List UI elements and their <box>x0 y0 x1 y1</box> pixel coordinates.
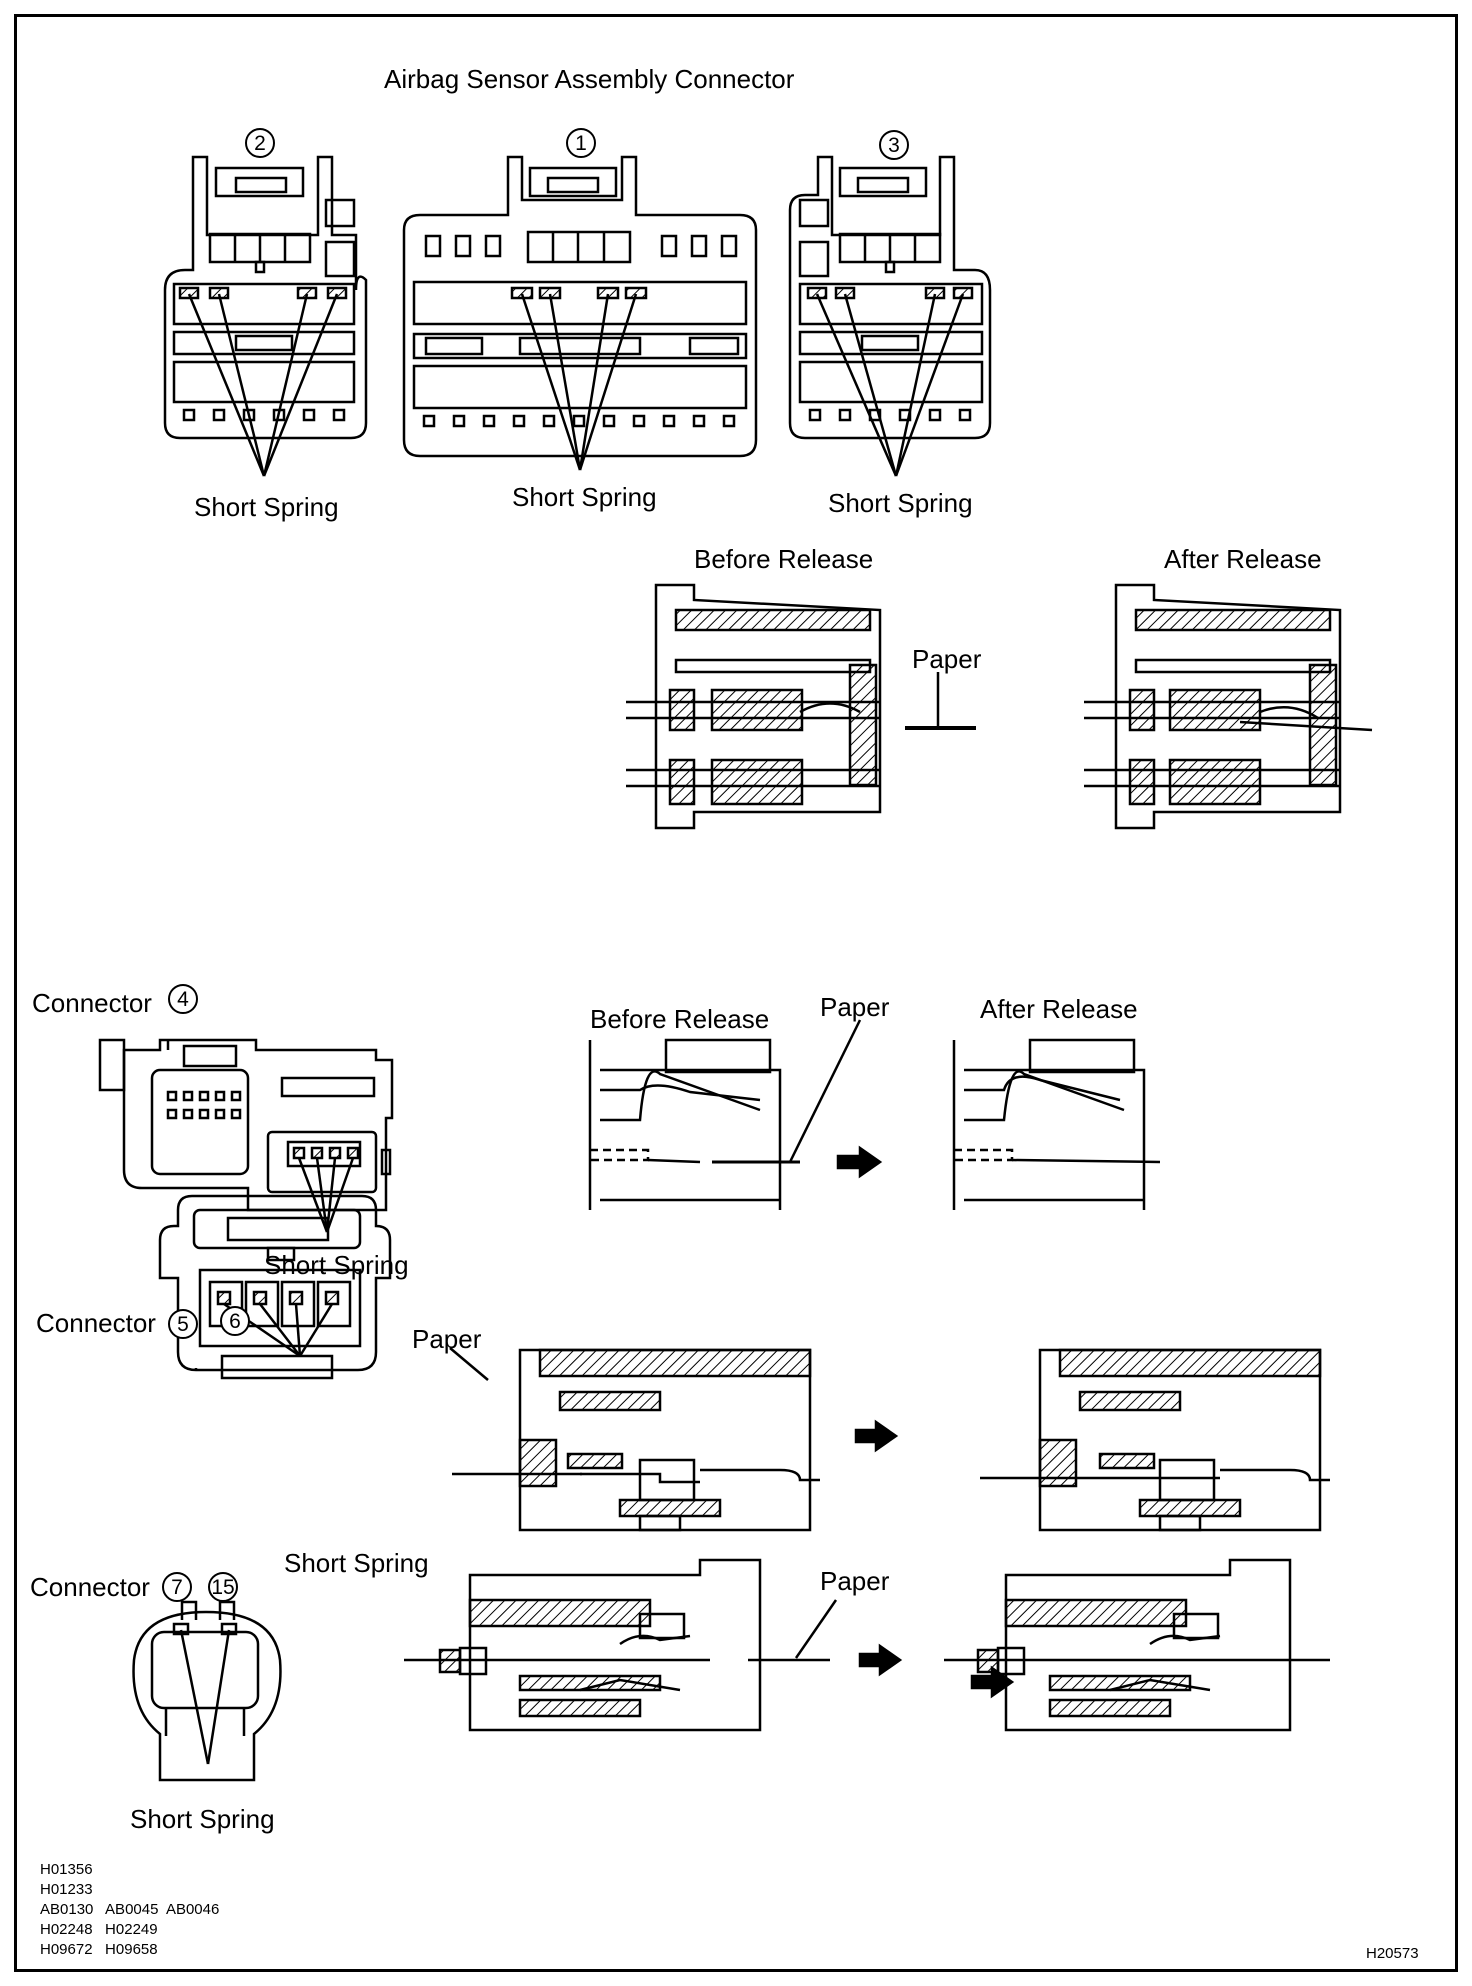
connector-7-15-label: Connector <box>30 1572 150 1602</box>
after-release-section-3 <box>980 1348 1330 1532</box>
connector-2-face <box>163 155 368 477</box>
figure-id: H20573 <box>1366 1945 1419 1962</box>
short-spring-label: Short Spring <box>264 1250 409 1280</box>
connector-4-label: Connector <box>32 988 152 1018</box>
after-release-section-4 <box>944 1558 1330 1732</box>
arrow-right-icon <box>858 1643 903 1677</box>
reference-code: AB0130 AB0045 AB0046 <box>40 1901 220 1918</box>
after-release-label: After Release <box>980 994 1138 1024</box>
paper-label: Paper <box>820 1566 890 1596</box>
paper-label: Paper <box>820 992 890 1022</box>
diagram-title: Airbag Sensor Assembly Connector <box>384 64 795 94</box>
short-spring-label: Short Spring <box>828 488 973 518</box>
reference-code: H01356 <box>40 1861 93 1878</box>
connector-5-6-face <box>158 1194 392 1380</box>
after-release-label: After Release <box>1164 544 1322 574</box>
arrow-right-icon <box>970 1665 1015 1699</box>
before-release-label: Before Release <box>590 1004 770 1034</box>
paper-label: Paper <box>412 1324 482 1354</box>
short-spring-label: Short Spring <box>284 1548 429 1578</box>
connector-number-7: 7 <box>162 1572 192 1602</box>
connector-3-face <box>788 155 992 477</box>
connector-number-3: 3 <box>879 130 909 160</box>
paper-label: Paper <box>912 644 982 674</box>
reference-code: H01233 <box>40 1881 93 1898</box>
connector-number-4: 4 <box>168 984 198 1014</box>
after-release-section-2 <box>952 1038 1161 1210</box>
before-release-section-1 <box>626 583 976 830</box>
arrow-right-icon <box>854 1419 899 1453</box>
connector-number-15: 15 <box>208 1572 238 1602</box>
connector-5-6-label: Connector <box>36 1308 156 1338</box>
before-release-section-3 <box>449 1347 820 1532</box>
short-spring-label: Short Spring <box>194 492 339 522</box>
connector-number-2: 2 <box>245 128 275 158</box>
arrow-right-icon <box>836 1145 883 1179</box>
before-release-section-4 <box>404 1558 838 1732</box>
short-spring-label: Short Spring <box>130 1804 275 1834</box>
short-spring-label: Short Spring <box>512 482 657 512</box>
connector-number-5: 5 <box>168 1309 198 1339</box>
connector-1-face <box>402 155 758 471</box>
connector-4-body <box>98 1038 394 1233</box>
connector-number-6: 6 <box>220 1306 250 1336</box>
reference-code: H02248 H02249 <box>40 1921 158 1938</box>
diagram-frame <box>14 14 1458 1972</box>
connector-number-1: 1 <box>566 128 596 158</box>
after-release-section-1 <box>1084 583 1373 830</box>
before-release-label: Before Release <box>694 544 874 574</box>
reference-code: H09672 H09658 <box>40 1941 158 1958</box>
connector-7-15-face <box>132 1600 282 1782</box>
before-release-section-2 <box>588 1019 862 1210</box>
